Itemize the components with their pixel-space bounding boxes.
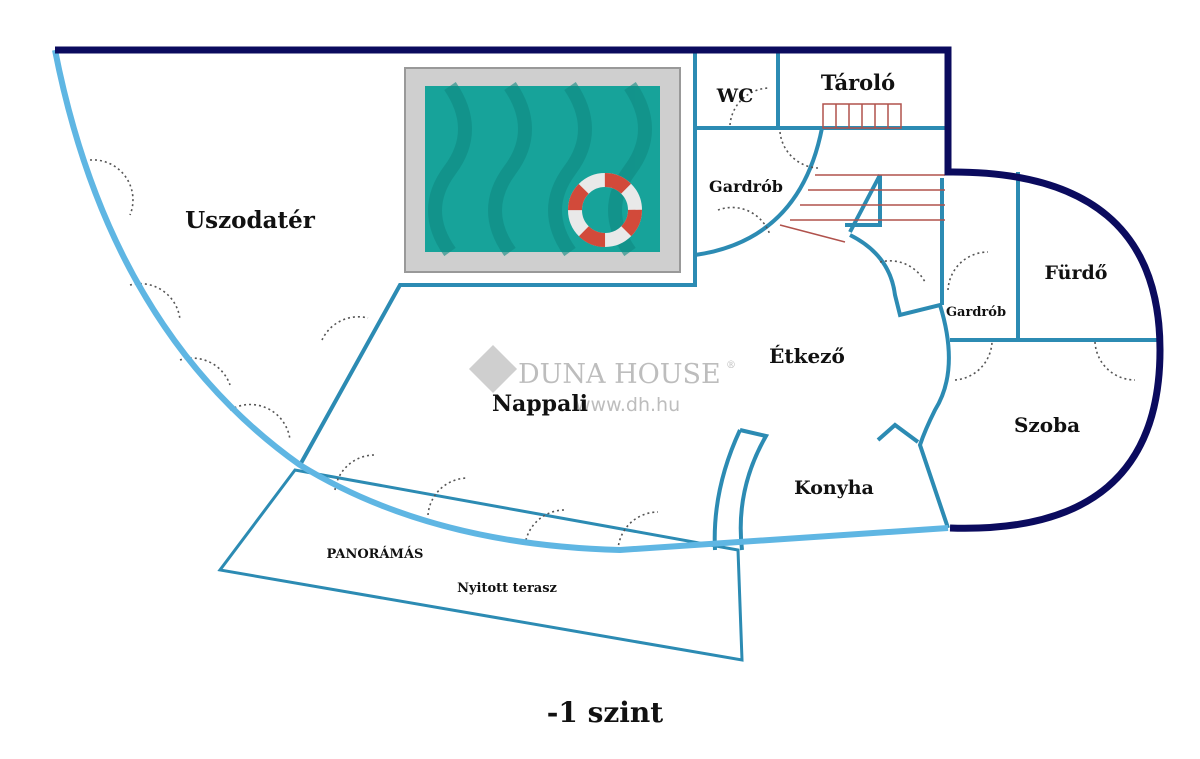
room-label-wc: WC: [716, 85, 753, 107]
duna-house-watermark: DUNA HOUSE ® www.dh.hu: [468, 344, 736, 416]
outer-wall: [55, 46, 1164, 532]
room-label-wardrobe-1: Gardrób: [709, 177, 783, 196]
lifebuoy-icon: [568, 173, 642, 247]
swimming-pool: [404, 67, 681, 273]
inner-walls: [298, 50, 1160, 551]
room-label-kitchen: Konyha: [794, 477, 874, 499]
floor-level-title: -1 szint: [547, 696, 664, 729]
terrace-label-line1: PANORÁMÁS: [327, 546, 424, 562]
room-label-bathroom: Fürdő: [1045, 262, 1108, 284]
door-swings: [89, 87, 1136, 551]
watermark-registered: ®: [726, 360, 736, 371]
terrace-outline: [217, 468, 744, 662]
glass-wall: [52, 49, 949, 554]
watermark-url: www.dh.hu: [575, 394, 680, 416]
room-label-dining: Étkező: [769, 344, 845, 368]
stairs: [779, 103, 945, 243]
terrace-label-line2: Nyitott terasz: [457, 581, 557, 596]
room-label-wardrobe-2: Gardrób: [946, 305, 1006, 320]
room-label-living: Nappali: [492, 391, 588, 417]
watermark-brand: DUNA HOUSE: [518, 359, 721, 390]
room-label-storage: Tároló: [821, 70, 895, 95]
room-label-pool-area: Uszodatér: [185, 207, 316, 234]
room-label-room: Szoba: [1014, 413, 1080, 437]
